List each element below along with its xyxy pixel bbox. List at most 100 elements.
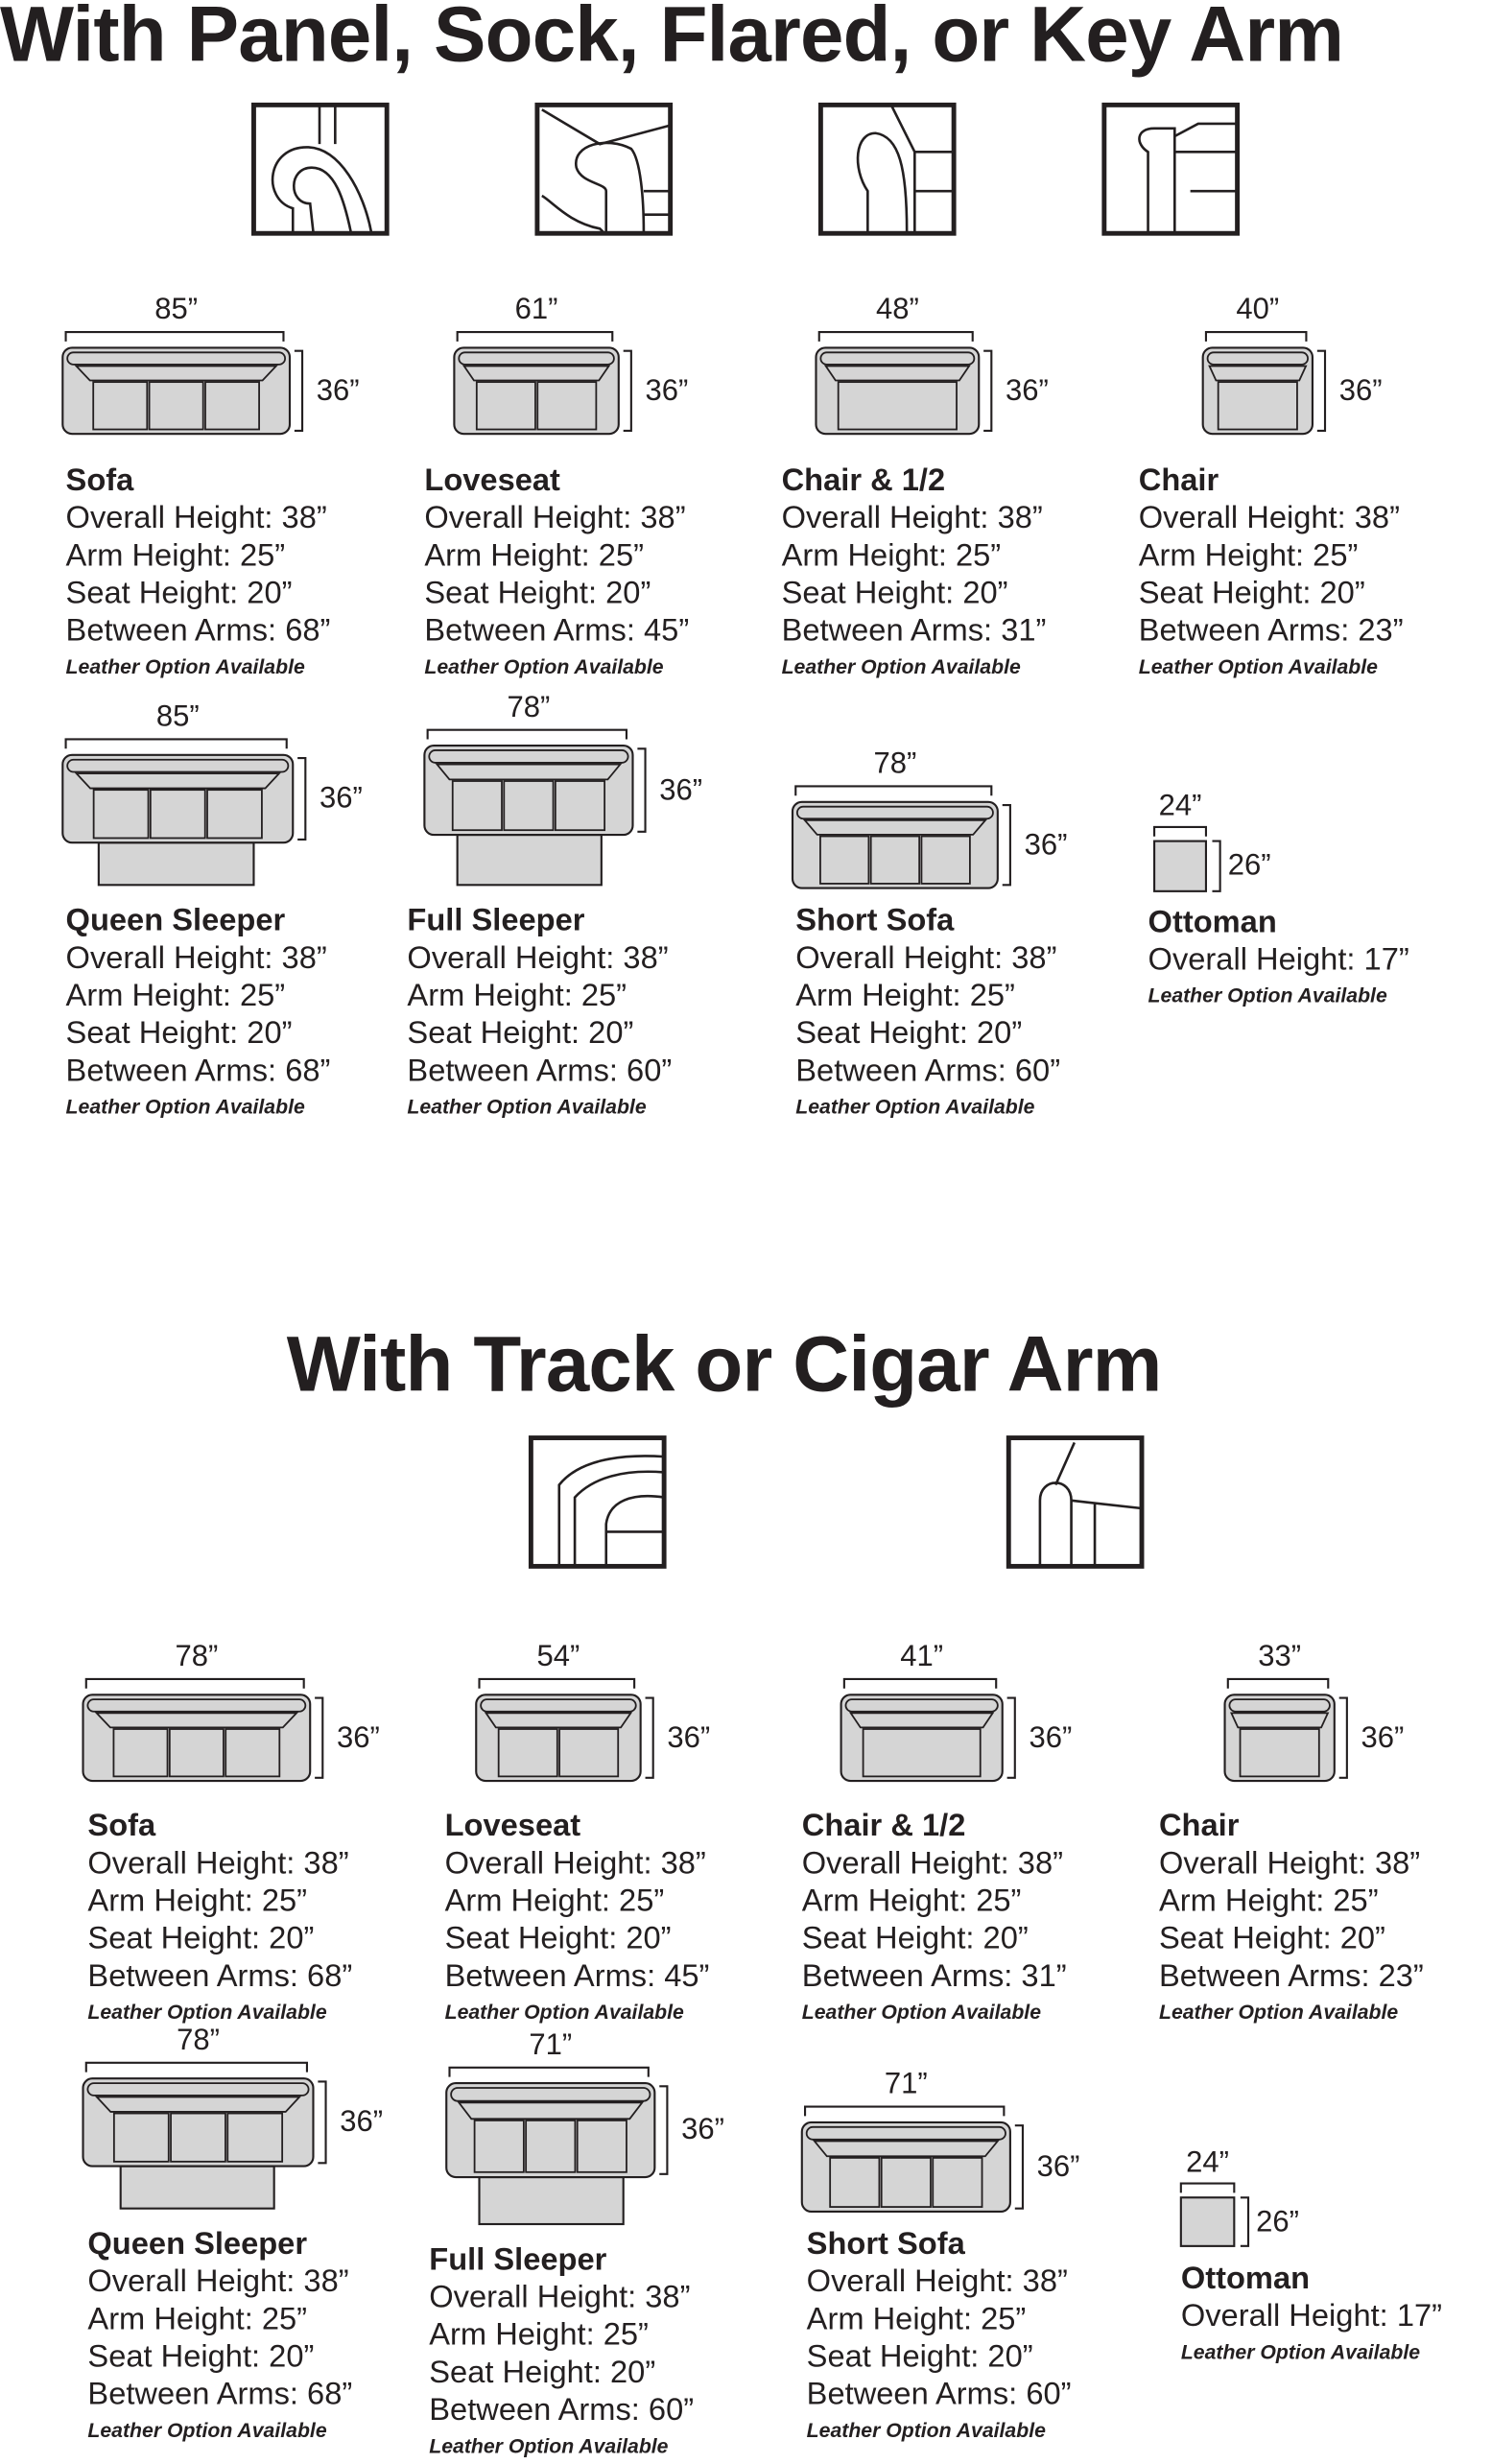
track-loveseat-diagram (475, 1677, 654, 1783)
spec-line: Seat Height: 20” (1158, 1921, 1385, 1956)
width-dimension: 33” (1258, 1640, 1302, 1674)
sock-arm-icon (534, 102, 674, 236)
leather-option-note: Leather Option Available (806, 2418, 1046, 2442)
spec-line: Seat Height: 20” (65, 576, 293, 611)
leather-option-note: Leather Option Available (801, 2000, 1042, 2025)
leather-option-note: Leather Option Available (1180, 2339, 1421, 2364)
seat-cushion (112, 1728, 169, 1778)
seat-cushion (497, 1728, 558, 1778)
seat-cushion (112, 2112, 170, 2163)
seat-cushion (206, 789, 263, 840)
height-dimension: 36” (681, 2113, 724, 2147)
seat-cushion (558, 1728, 620, 1778)
product-name: Chair & 1/2 (801, 1809, 966, 1844)
leather-option-note: Leather Option Available (87, 2418, 327, 2442)
width-dimension: 78” (873, 747, 917, 781)
width-dimension: 78” (507, 691, 551, 724)
leather-option-note: Leather Option Available (1138, 654, 1378, 678)
spec-line: Between Arms: 60” (806, 2377, 1072, 2412)
product-name: Sofa (87, 1809, 156, 1844)
track-chair-1-2-diagram (840, 1677, 1016, 1783)
leather-option-note: Leather Option Available (424, 654, 664, 678)
spec-line: Between Arms: 23” (1138, 613, 1404, 649)
seat-cushion (92, 789, 150, 840)
leather-option-note: Leather Option Available (65, 1095, 305, 1119)
spec-line: Overall Height: 38” (424, 501, 686, 536)
leather-option-note: Leather Option Available (444, 2000, 684, 2025)
height-dimension: 36” (1006, 374, 1049, 408)
flared-arm-icon (817, 102, 957, 236)
spec-line: Overall Height: 38” (65, 501, 327, 536)
spec-line: Overall Height: 38” (87, 2264, 349, 2300)
width-dimension: 71” (529, 2028, 573, 2063)
product-name: Ottoman (1180, 2262, 1311, 2297)
spec-line: Between Arms: 45” (424, 613, 690, 649)
spec-line: Between Arms: 68” (65, 1054, 331, 1089)
spec-line: Overall Height: 38” (801, 1846, 1063, 1882)
seat-cushion (525, 2120, 577, 2173)
spec-line: Arm Height: 25” (795, 979, 1015, 1014)
spec-line: Overall Height: 38” (444, 1846, 706, 1882)
product-name: Queen Sleeper (87, 2227, 308, 2263)
spec-line: Between Arms: 68” (65, 613, 331, 649)
spec-line: Overall Height: 38” (407, 941, 669, 976)
seat-cushion (170, 2112, 226, 2163)
spec-line: Arm Height: 25” (424, 538, 645, 574)
width-dimension: 24” (1158, 790, 1202, 823)
spec-line: Between Arms: 23” (1158, 1959, 1424, 1995)
seat-cushion (92, 381, 149, 431)
panel-loveseat-diagram (453, 331, 632, 436)
height-dimension: 36” (1036, 2150, 1080, 2184)
height-dimension: 26” (1227, 849, 1271, 883)
panel-chair-diagram (1201, 331, 1327, 436)
seat-cushion (1217, 381, 1298, 431)
panel-full-sleeper-diagram (423, 728, 647, 887)
product-name: Short Sofa (806, 2227, 965, 2263)
height-dimension: 36” (320, 782, 363, 816)
product-name: Sofa (65, 463, 134, 499)
spec-line: Between Arms: 31” (781, 613, 1047, 649)
height-dimension: 36” (659, 773, 703, 807)
spec-line: Overall Height: 38” (1158, 1846, 1421, 1882)
leather-option-note: Leather Option Available (1148, 983, 1387, 1007)
seat-cushion (149, 789, 206, 840)
seat-cushion (225, 1728, 281, 1778)
product-name: Full Sleeper (429, 2242, 607, 2278)
width-dimension: 61” (514, 294, 558, 327)
panel-chair-1-2-diagram (815, 331, 993, 436)
track-queen-sleeper-diagram (82, 2061, 327, 2210)
product-name: Loveseat (424, 463, 560, 499)
spec-line: Arm Height: 25” (65, 979, 286, 1014)
sleeper-mattress (478, 2175, 625, 2226)
width-dimension: 71” (884, 2068, 928, 2101)
sleeper-mattress (119, 2165, 275, 2210)
seat-cushion (576, 2120, 627, 2173)
seat-cushion (829, 2156, 881, 2208)
width-dimension: 24” (1186, 2146, 1230, 2180)
panel-queen-sleeper-diagram (61, 738, 307, 887)
width-dimension: 78” (177, 2024, 220, 2058)
spec-line: Seat Height: 20” (424, 576, 651, 611)
spec-line: Between Arms: 31” (801, 1959, 1067, 1995)
leather-option-note: Leather Option Available (781, 654, 1021, 678)
width-dimension: 85” (155, 700, 200, 734)
spec-line: Overall Height: 38” (87, 1846, 349, 1882)
spec-line: Seat Height: 20” (781, 576, 1008, 611)
seat-cushion (837, 381, 958, 431)
product-name: Chair & 1/2 (781, 463, 946, 499)
spec-line: Seat Height: 20” (801, 1921, 1029, 1956)
spec-line: Between Arms: 68” (87, 1959, 353, 1995)
product-name: Full Sleeper (407, 903, 585, 938)
ottoman-shape (1179, 2196, 1236, 2247)
seat-cushion (473, 2120, 525, 2173)
spec-line: Seat Height: 20” (806, 2339, 1033, 2375)
spec-line: Arm Height: 25” (1158, 1884, 1379, 1919)
seat-cushion (932, 2156, 983, 2208)
